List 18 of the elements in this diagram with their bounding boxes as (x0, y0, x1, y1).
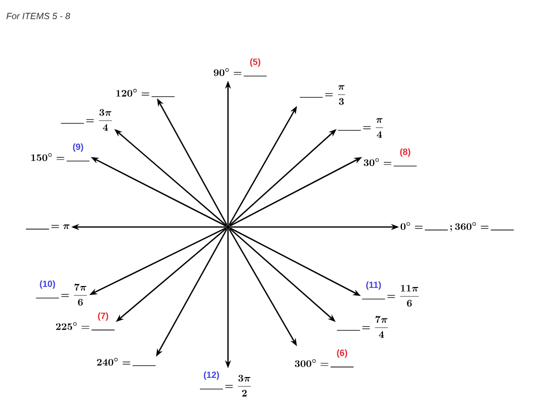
angle-label: $90^\circ =$ (5) (214, 58, 268, 76)
angle-label: $= \frac{\pi}{3}$ (299, 85, 345, 105)
angle-label: $= \pi$ (26, 224, 70, 230)
angle-label: $30^\circ =$ (8) (364, 148, 418, 166)
angle-label: $= \frac{3\pi}{4}$ (60, 109, 112, 131)
angle-label: (11) $= \frac{11\pi}{6}$ (362, 281, 419, 307)
center-point (226, 224, 230, 229)
title: For ITEMS 5 - 8 (6, 12, 70, 20)
angle-label: (10) $= \frac{7\pi}{6}$ (36, 280, 87, 306)
angle-label: $150^\circ =$ (9) (31, 143, 90, 162)
angle-label: $= \frac{7\pi}{4}$ (336, 316, 388, 338)
angle-label: $120^\circ =$ (116, 88, 175, 98)
angle-label: $0^\circ =$ $; 360^\circ =$ (400, 222, 514, 232)
angle-label: (12) $= \frac{3\pi}{2}$ (200, 371, 251, 396)
angle-label: $225^\circ =$ (7) (56, 312, 115, 330)
angle-label: $240^\circ =$ (97, 358, 156, 366)
angle-label: $= \frac{\pi}{4}$ (337, 118, 383, 138)
angle-label: $300^\circ =$ (6) (294, 349, 354, 368)
